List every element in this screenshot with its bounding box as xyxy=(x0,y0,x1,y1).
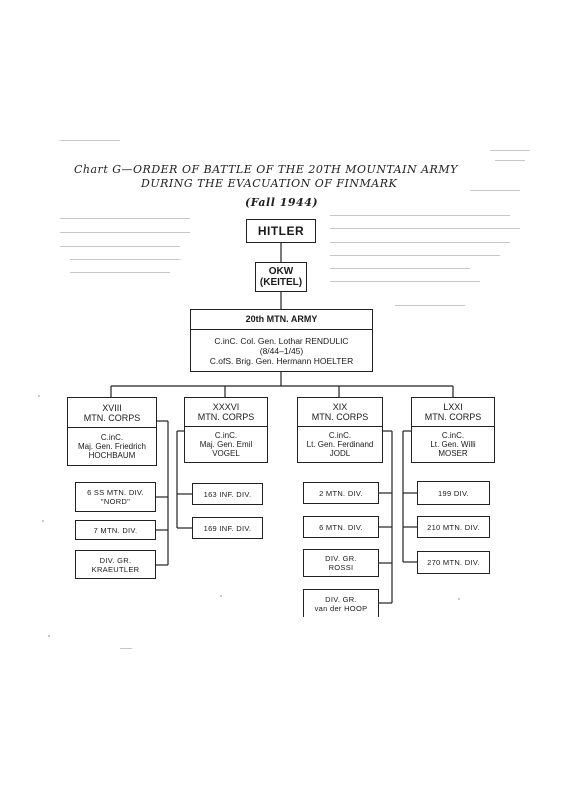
army-name: 20th MTN. ARMY xyxy=(245,314,318,324)
hitler-label: HITLER xyxy=(257,223,305,238)
army-command: C.inC. Col. Gen. Lothar RENDULIC (8/44–1… xyxy=(190,329,373,372)
corps-node-xxxvi: XXXVI MTN. CORPS C.inC. Maj. Gen. Emil V… xyxy=(184,397,268,463)
corps-commander-rank: Lt. Gen. Ferdinand xyxy=(306,440,374,449)
division-sublabel: "NORD" xyxy=(100,497,131,506)
okw-commander: (KEITEL) xyxy=(259,277,303,288)
division-box: 7 MTN. DIV. xyxy=(75,520,156,540)
chart-title-text: ORDER OF BATTLE OF THE 20TH MOUNTAIN ARM… xyxy=(133,163,458,176)
army-header: 20th MTN. ARMY xyxy=(190,309,373,330)
corps-commander-name: HOCHBAUM xyxy=(88,451,136,460)
division-box: 6 MTN. DIV. xyxy=(303,516,379,538)
division-label: 270 MTN. DIV. xyxy=(427,558,480,567)
corps-header: LXXI MTN. CORPS xyxy=(411,397,495,427)
division-box: 169 INF. DIV. xyxy=(192,517,263,539)
chart-label: Chart G— xyxy=(74,163,134,176)
division-label: DIV. GR. xyxy=(99,555,132,565)
corps-node-xviii: XVIII MTN. CORPS C.inC. Maj. Gen. Friedr… xyxy=(67,397,157,466)
division-sublabel: ROSSI xyxy=(328,563,354,572)
army-dates: (8/44–1/45) xyxy=(259,345,304,356)
division-label: 6 SS MTN. DIV. xyxy=(87,488,144,497)
corps-cinc-label: C.inC. xyxy=(441,431,465,440)
chart-date: (Fall 1944) xyxy=(245,196,319,209)
corps-cinc-label: C.inC. xyxy=(214,431,238,440)
corps-node-lxxi: LXXI MTN. CORPS C.inC. Lt. Gen. Willi MO… xyxy=(411,397,495,463)
chart-title-line1: Chart G—ORDER OF BATTLE OF THE 20TH MOUN… xyxy=(74,163,458,176)
corps-commander-name: JODL xyxy=(329,449,351,458)
division-sublabel: KRAEUTLER xyxy=(91,564,140,574)
division-label: 199 DIV. xyxy=(438,488,469,498)
corps-commander-rank: Maj. Gen. Emil xyxy=(199,440,253,449)
corps-header: XIX MTN. CORPS xyxy=(297,397,383,427)
division-box: 6 SS MTN. DIV. "NORD" xyxy=(75,482,156,512)
corps-number: XIX xyxy=(332,402,348,412)
division-box: DIV. GR. ROSSI xyxy=(303,549,379,577)
corps-commander-name: VOGEL xyxy=(212,449,240,458)
division-label: 210 MTN. DIV. xyxy=(427,522,480,532)
corps-cinc-label: C.inC. xyxy=(328,431,352,440)
division-label: DIV. GR. xyxy=(325,554,357,563)
division-sublabel: van der HOOP xyxy=(314,603,368,613)
corps-number: XXXVI xyxy=(212,402,240,412)
corps-commander-rank: Lt. Gen. Willi xyxy=(430,440,476,449)
corps-command: C.inC. Maj. Gen. Friedrich HOCHBAUM xyxy=(67,427,157,466)
corps-header: XXXVI MTN. CORPS xyxy=(184,397,268,427)
division-box: 270 MTN. DIV. xyxy=(417,551,490,574)
division-label: 7 MTN. DIV. xyxy=(93,525,138,535)
division-box: DIV. GR. van der HOOP xyxy=(303,589,379,617)
scan-noise xyxy=(38,140,530,649)
corps-commander-rank: Maj. Gen. Friedrich xyxy=(77,442,147,451)
division-label: 6 MTN. DIV. xyxy=(319,522,363,532)
corps-number: XVIII xyxy=(102,402,122,413)
division-box: 163 INF. DIV. xyxy=(192,483,263,505)
okw-box: OKW (KEITEL) xyxy=(255,262,307,292)
corps-node-xix: XIX MTN. CORPS C.inC. Lt. Gen. Ferdinand… xyxy=(297,397,383,463)
corps-type: MTN. CORPS xyxy=(424,412,482,422)
corps-command: C.inC. Lt. Gen. Willi MOSER xyxy=(411,426,495,463)
corps-command: C.inC. Lt. Gen. Ferdinand JODL xyxy=(297,426,383,463)
division-label: 2 MTN. DIV. xyxy=(319,488,363,498)
corps-number: LXXI xyxy=(443,402,463,412)
army-node: 20th MTN. ARMY C.inC. Col. Gen. Lothar R… xyxy=(190,309,373,372)
army-cos: C.ofS. Brig. Gen. Hermann HOELTER xyxy=(209,355,354,366)
corps-type: MTN. CORPS xyxy=(197,412,255,422)
division-label: 163 INF. DIV. xyxy=(203,489,252,499)
corps-cinc-label: C.inC. xyxy=(100,433,124,442)
okw-label: OKW xyxy=(268,266,294,277)
army-cinc: C.inC. Col. Gen. Lothar RENDULIC xyxy=(214,335,349,346)
hitler-box: HITLER xyxy=(246,219,316,243)
division-label: 169 INF. DIV. xyxy=(203,523,252,533)
chart-title-line2: DURING THE EVACUATION OF FINMARK xyxy=(141,177,398,190)
corps-commander-name: MOSER xyxy=(438,449,468,458)
division-box: DIV. GR. KRAEUTLER xyxy=(75,550,156,579)
corps-type: MTN. CORPS xyxy=(311,412,369,422)
corps-type: MTN. CORPS xyxy=(83,412,141,423)
corps-command: C.inC. Maj. Gen. Emil VOGEL xyxy=(184,426,268,463)
division-box: 199 DIV. xyxy=(417,481,490,505)
division-box: 2 MTN. DIV. xyxy=(303,482,379,504)
corps-header: XVIII MTN. CORPS xyxy=(67,397,157,428)
division-label: DIV. GR. xyxy=(325,594,357,604)
division-box: 210 MTN. DIV. xyxy=(417,516,490,538)
